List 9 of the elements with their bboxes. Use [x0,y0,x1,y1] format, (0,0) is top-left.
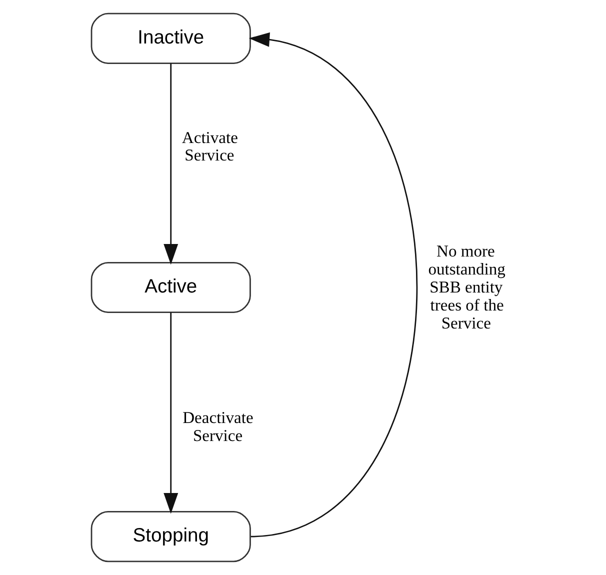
edge-label: Deactivate Service [182,408,254,445]
arrow [164,312,178,514]
edge-label: No more outstanding SBB entity trees of the Service [428,242,506,332]
edge-label: Activate Service [182,128,238,165]
node-box: Stopping [90,511,251,562]
arrow [164,63,178,265]
node-box: Inactive [90,12,251,64]
arrow [248,32,418,538]
node-box: Active [90,262,251,314]
